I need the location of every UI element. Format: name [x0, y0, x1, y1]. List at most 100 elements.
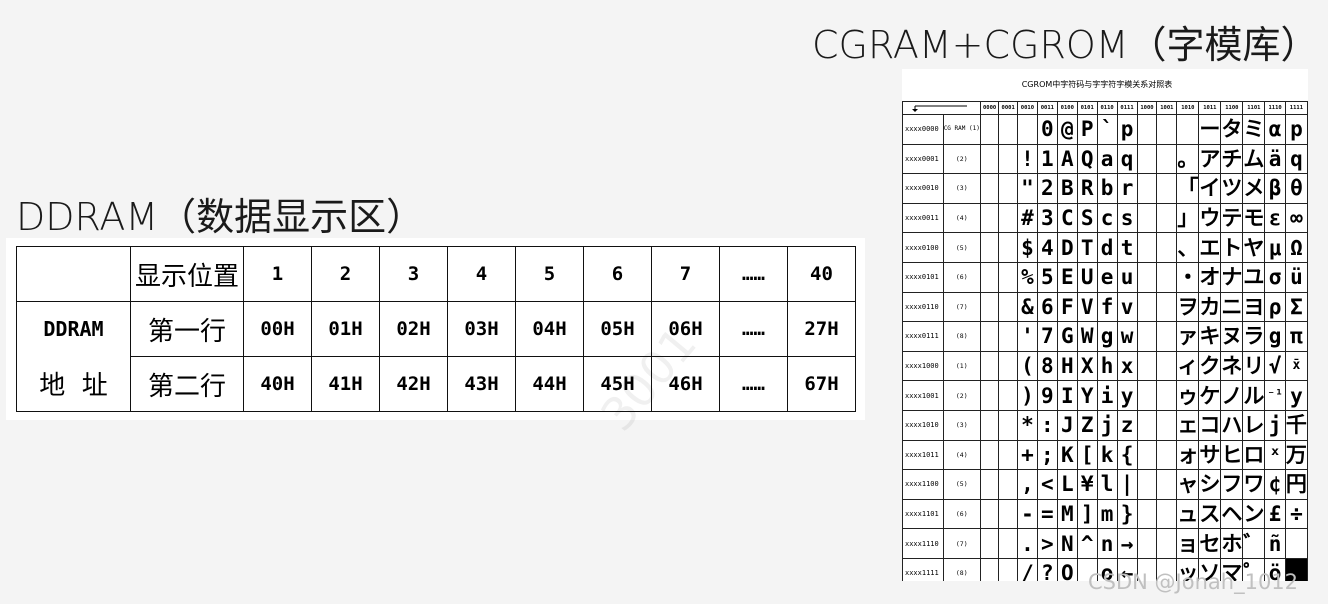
cgrom-glyph: ミ	[1242, 114, 1266, 145]
cgrom-glyph: i	[1096, 380, 1118, 411]
cgrom-glyph: レ	[1242, 409, 1266, 441]
cgrom-glyph: k	[1096, 439, 1118, 471]
cgrom-glyph	[1136, 380, 1158, 411]
cgrom-glyph: W	[1076, 321, 1098, 352]
cgrom-glyph: 、	[1176, 232, 1200, 263]
cgrom-column-code: 0101	[1076, 101, 1098, 115]
cgrom-column-code: 0001	[998, 101, 1018, 115]
cgrom-glyph	[979, 173, 1000, 204]
cgrom-glyph: e	[1096, 261, 1118, 293]
cgrom-glyph: μ	[1264, 232, 1286, 263]
ddram-address: 03H	[447, 301, 516, 357]
cgram-index: (1)	[942, 350, 981, 382]
cgram-index: (7)	[942, 528, 981, 559]
cgrom-glyph: ノ	[1220, 380, 1244, 411]
ddram-row-label: 第一行	[130, 301, 244, 357]
cgrom-glyph: ä	[1264, 143, 1286, 175]
ddram-address: 67H	[787, 356, 856, 412]
cgrom-glyph: p	[1284, 114, 1308, 145]
cgrom-glyph: g	[1096, 321, 1118, 352]
cgrom-glyph: U	[1076, 261, 1098, 293]
cgrom-glyph: y	[1284, 380, 1308, 411]
cgrom-glyph: -	[1016, 498, 1038, 530]
cgrom-glyph: ヒ	[1220, 439, 1244, 471]
cgrom-glyph	[1136, 173, 1158, 204]
cgrom-glyph: ñ	[1264, 528, 1286, 559]
cgrom-glyph: ク	[1198, 350, 1222, 382]
cgrom-glyph: {	[1116, 439, 1138, 471]
ddram-corner-cell	[16, 246, 131, 302]
ddram-address: 44H	[515, 356, 584, 412]
cgrom-glyph	[1284, 528, 1308, 559]
cgrom-row: xxxx1111(8)/?O_o←ッソマ゜ö	[902, 557, 1308, 581]
cgrom-glyph: ケ	[1198, 380, 1222, 411]
cgrom-glyph: Q	[1076, 143, 1098, 175]
cgrom-glyph: /	[1016, 557, 1038, 581]
cgrom-glyph	[979, 557, 1000, 581]
cgrom-glyph: 。	[1176, 143, 1200, 175]
cgrom-row-code: xxxx1011	[902, 439, 944, 471]
cgrom-glyph	[1156, 469, 1178, 500]
cgrom-glyph: K	[1056, 439, 1078, 471]
cgrom-glyph	[1136, 202, 1158, 234]
ddram-address: 06H	[651, 301, 720, 357]
ddram-position: 6	[583, 246, 652, 302]
ddram-address: 05H	[583, 301, 652, 357]
ddram-address: 43H	[447, 356, 516, 412]
cgrom-glyph: ウ	[1198, 202, 1222, 234]
cgrom-glyph: [	[1076, 439, 1098, 471]
cgrom-glyph	[1136, 469, 1158, 500]
cgrom-glyph: π	[1284, 321, 1308, 352]
cgrom-glyph: エ	[1198, 232, 1222, 263]
cgrom-glyph: R	[1076, 173, 1098, 204]
cgrom-glyph	[998, 291, 1018, 323]
cgrom-glyph: キ	[1198, 321, 1222, 352]
cgrom-glyph: `	[1096, 114, 1118, 145]
cgrom-glyph: Ω	[1284, 232, 1308, 263]
cgrom-glyph: A	[1056, 143, 1078, 175]
cgrom-row-code: xxxx1100	[902, 469, 944, 500]
cgrom-column-code: 0000	[979, 101, 1000, 115]
cgrom-glyph: £	[1264, 498, 1286, 530]
ddram-position: ……	[719, 246, 788, 302]
cgrom-glyph	[998, 173, 1018, 204]
cgrom-glyph: B	[1056, 173, 1078, 204]
cgrom-glyph: E	[1056, 261, 1078, 293]
cgrom-glyph: ッ	[1176, 557, 1200, 581]
ddram-row-2: 地 址 第二行 40H 41H 42H 43H 44H 45H 46H …… 6…	[16, 356, 856, 412]
cgrom-column-code: 1111	[1284, 101, 1308, 115]
cgrom-glyph	[979, 143, 1000, 175]
cgrom-glyph: タ	[1220, 114, 1244, 145]
cgrom-glyph: ρ	[1264, 291, 1286, 323]
cgrom-glyph	[998, 232, 1018, 263]
cgrom-glyph: ˣ	[1264, 439, 1286, 471]
cgram-index: (6)	[942, 261, 981, 293]
cgrom-glyph	[1156, 202, 1178, 234]
cgrom-glyph	[1156, 321, 1178, 352]
ddram-address: 40H	[243, 356, 312, 412]
cgram-index: (6)	[942, 498, 981, 530]
cgrom-glyph: L	[1056, 469, 1078, 500]
cgrom-glyph: テ	[1220, 202, 1244, 234]
cgrom-glyph: N	[1056, 528, 1078, 559]
cgrom-glyph: &	[1016, 291, 1038, 323]
cgrom-glyph: q	[1284, 143, 1308, 175]
cgrom-row-code: xxxx0000	[902, 114, 944, 145]
arrow-icon	[902, 101, 981, 115]
cgrom-row-code: xxxx1110	[902, 528, 944, 559]
cgrom-glyph	[1136, 143, 1158, 175]
cgrom-glyph: シ	[1198, 469, 1222, 500]
cgrom-glyph: =	[1036, 498, 1058, 530]
cgrom-column-code: 1010	[1176, 101, 1200, 115]
cgram-index: (4)	[942, 439, 981, 471]
cgrom-row-code: xxxx0001	[902, 143, 944, 175]
ddram-position-label: 显示位置	[130, 246, 244, 302]
cgrom-glyph: (	[1016, 350, 1038, 382]
cgrom-glyph: ロ	[1242, 439, 1266, 471]
cgrom-glyph	[979, 469, 1000, 500]
cgrom-glyph: P	[1076, 114, 1098, 145]
cgrom-glyph: J	[1056, 409, 1078, 441]
